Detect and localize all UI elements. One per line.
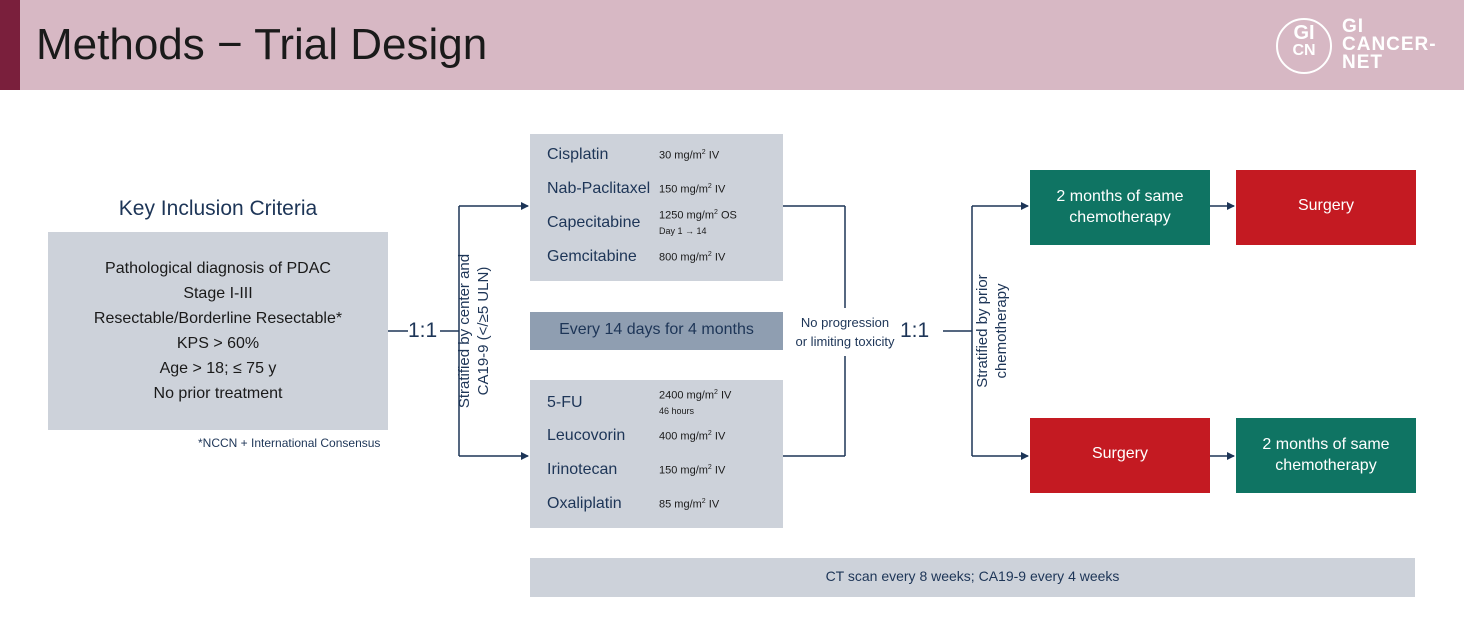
inclusion-footnote: *NCCN + International Consensus [198, 436, 381, 450]
inclusion-title: Key Inclusion Criteria [118, 197, 318, 220]
drug-name: Oxaliplatin [547, 495, 622, 512]
stratification-label-1: Stratified by center and CA19-9 (</≥5 UL… [455, 216, 493, 446]
outcome-surgery-second: Surgery [1236, 170, 1416, 245]
drug-name: Gemcitabine [547, 248, 637, 265]
drug-dose: 800 mg/m2 IV [659, 251, 726, 264]
drug-name: Leucovorin [547, 427, 626, 444]
logo-mark-top: GI [1293, 22, 1315, 44]
schedule-box [530, 312, 783, 350]
drug-dose: 150 mg/m2 IV [659, 464, 726, 477]
outcome-surgery-first: Surgery [1030, 418, 1210, 493]
inclusion-item: Pathological diagnosis of PDAC [105, 260, 331, 277]
arm-b-box [530, 380, 783, 528]
inclusion-item: Stage I-III [183, 285, 253, 302]
drug-name: 5-FU [547, 394, 583, 411]
condition-line1: No progression [800, 315, 890, 330]
outcome-chemo-second-line1: 2 months of same [1262, 436, 1390, 453]
drug-name: Nab-Paclitaxel [547, 180, 651, 197]
drug-name: Irinotecan [547, 461, 618, 478]
monitoring-text: CT scan every 8 weeks; CA19-9 every 4 we… [825, 568, 1120, 584]
schedule-text: Every 14 days for 4 months [559, 321, 754, 338]
stratification-1-line2: CA19-9 (</≥5 ULN) [475, 266, 492, 396]
drug-name: Cisplatin [547, 146, 609, 163]
monitoring-box [530, 558, 1415, 597]
inclusion-list: Pathological diagnosis of PDAC Stage I-I… [48, 256, 388, 406]
outcome-chemo-second-line2: chemotherapy [1275, 457, 1377, 474]
header-accent [0, 0, 20, 90]
logo-text-line3: NET [1342, 52, 1383, 73]
logo-text: GI CANCER- NET [1342, 16, 1437, 73]
outcome-chemo-first-line1: 2 months of same [1056, 188, 1184, 205]
header-bar [0, 0, 1464, 90]
drug-note: Day 1 → 14 [659, 226, 707, 236]
drug-dose: 150 mg/m2 IV [659, 183, 726, 196]
drug-dose: 2400 mg/m2 IV [659, 389, 732, 402]
inclusion-item: KPS > 60% [176, 335, 260, 352]
logo-mark-bottom: CN [1292, 42, 1316, 59]
page-title: Methods − Trial Design [36, 20, 488, 69]
gi-cancer-net-logo: GI CN GI CANCER- NET [1270, 14, 1460, 78]
outcome-chemo-first: 2 months of same chemotherapy [1030, 170, 1210, 245]
logo-text-line2: CANCER- [1342, 34, 1437, 55]
inclusion-item: No prior treatment [153, 385, 283, 402]
drug-dose: 30 mg/m2 IV [659, 149, 720, 162]
progression-condition: No progression or limiting toxicity [790, 313, 900, 351]
drug-note: 46 hours [659, 406, 695, 416]
outcome-chemo-second: 2 months of same chemotherapy [1236, 418, 1416, 493]
stratification-2-line2: chemotherapy [993, 283, 1010, 379]
stratification-2-line1: Stratified by prior [974, 274, 991, 388]
drug-dose: 400 mg/m2 IV [659, 430, 726, 443]
arm-a-box [530, 134, 783, 281]
drug-dose: 85 mg/m2 IV [659, 498, 720, 511]
drug-name: Capecitabine [547, 214, 641, 231]
inclusion-box [48, 232, 388, 430]
inclusion-item: Resectable/Borderline Resectable* [93, 310, 343, 327]
logo-wreath-icon [1276, 18, 1332, 74]
randomization-ratio-2: 1:1 [900, 319, 930, 342]
randomization-ratio-1: 1:1 [408, 319, 438, 342]
outcome-chemo-first-line2: chemotherapy [1069, 209, 1171, 226]
inclusion-item: Age > 18; ≤ 75 y [159, 360, 277, 377]
stratification-1-line1: Stratified by center and [456, 253, 473, 409]
logo-text-line1: GI [1342, 16, 1365, 37]
stratification-label-2: Stratified by prior chemotherapy [973, 246, 1011, 416]
drug-dose: 1250 mg/m2 OS [659, 209, 737, 222]
condition-line2: or limiting toxicity [795, 334, 895, 349]
